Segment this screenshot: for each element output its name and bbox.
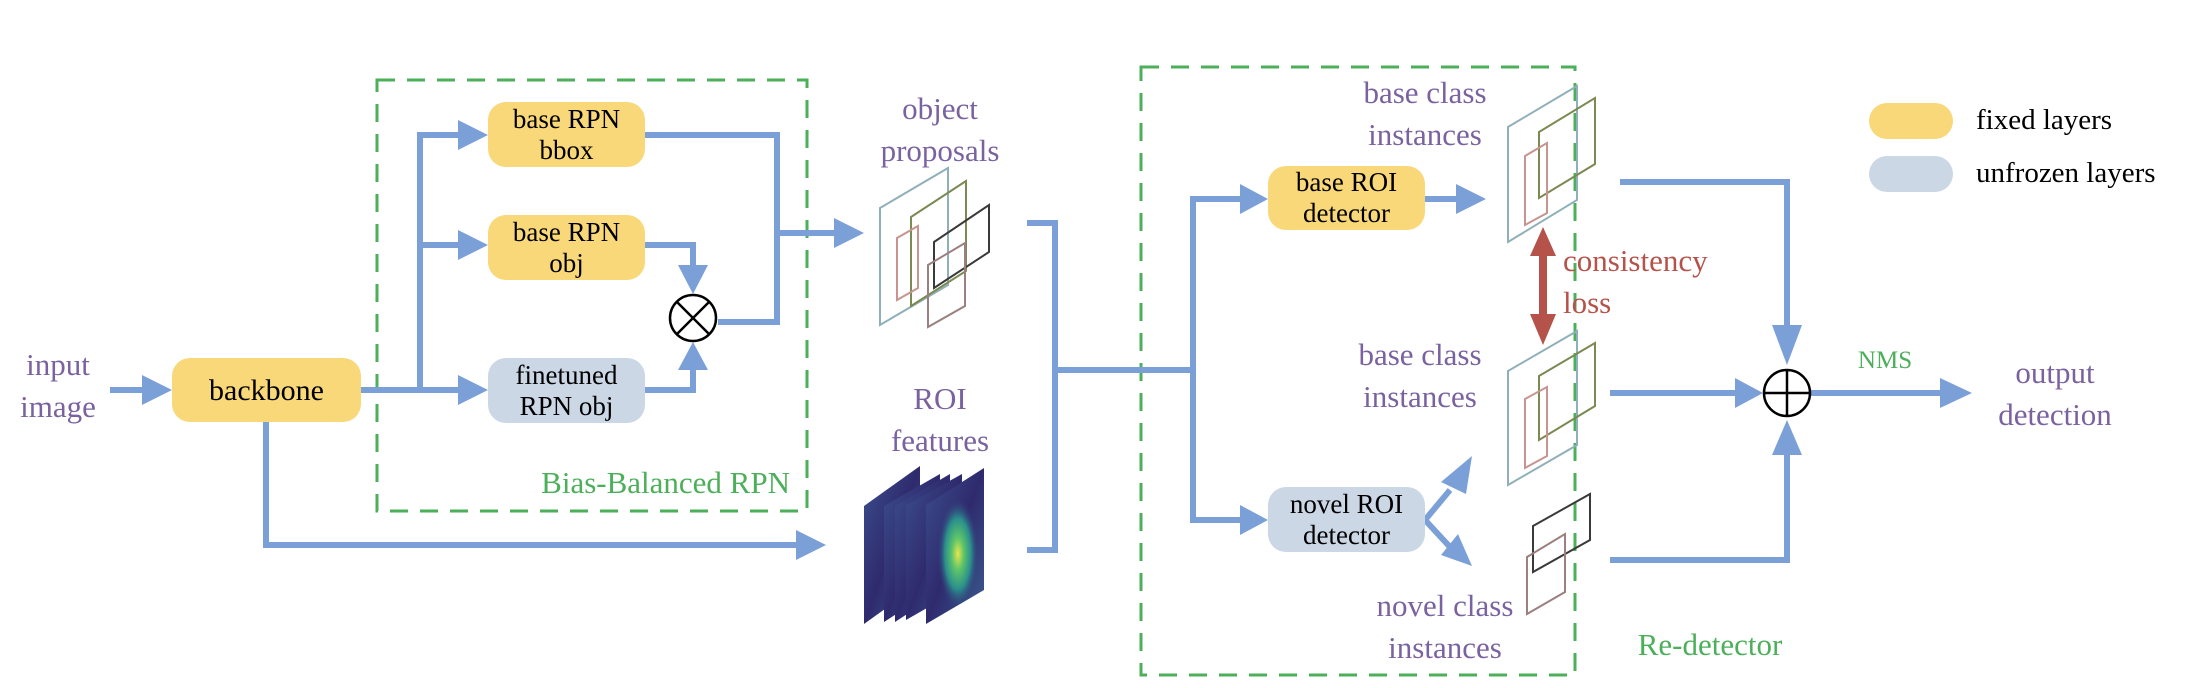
output-detection-line1: output bbox=[2015, 355, 2095, 390]
roi-features-label: ROI features bbox=[860, 378, 1020, 462]
base-class-top-line1: base class bbox=[1363, 75, 1487, 110]
base-class-instances-top-icon bbox=[1507, 84, 1596, 244]
input-image-line2: image bbox=[20, 389, 96, 424]
arrowhead bbox=[458, 120, 488, 150]
backbone-node: backbone bbox=[172, 358, 361, 422]
legend-swatch-unfrozen bbox=[1869, 156, 1953, 192]
wire-obj-multiply bbox=[645, 242, 696, 268]
base-roi-detector-line2: detector bbox=[1303, 198, 1390, 228]
arrowhead bbox=[678, 342, 708, 370]
arrowhead bbox=[1441, 534, 1472, 566]
object-proposals-icon bbox=[879, 166, 990, 329]
novel-class-instances-icon bbox=[1526, 492, 1591, 616]
legend-label-fixed: fixed layers bbox=[1976, 104, 2113, 136]
arrowhead bbox=[1240, 184, 1268, 214]
arrowhead bbox=[1772, 420, 1802, 455]
wire-top-add bbox=[1620, 179, 1790, 340]
base-class-mid-line2: instances bbox=[1363, 379, 1477, 414]
arrowhead bbox=[458, 230, 488, 260]
wire-bot-add bbox=[1610, 446, 1790, 563]
wire-branch-vertical bbox=[417, 132, 460, 390]
wire-backbone-roi bbox=[263, 422, 800, 548]
arrowhead bbox=[1240, 505, 1268, 535]
base-class-instances-top-label: base class instances bbox=[1350, 72, 1500, 156]
multiply-operator bbox=[668, 293, 718, 343]
consistency-line2: loss bbox=[1563, 285, 1612, 320]
add-operator bbox=[1762, 368, 1812, 418]
arrowhead bbox=[1441, 456, 1472, 494]
wire-bracket bbox=[1027, 220, 1058, 553]
roi-features-icon bbox=[864, 466, 984, 624]
arrowhead bbox=[1456, 184, 1486, 214]
nms-label: NMS bbox=[1857, 347, 1913, 374]
base-rpn-bbox-line1: base RPN bbox=[512, 103, 621, 134]
novel-roi-detector-line2: detector bbox=[1303, 519, 1390, 550]
base-rpn-obj-line1: base RPN bbox=[512, 216, 621, 247]
novel-class-instances-label: novel class instances bbox=[1365, 585, 1525, 669]
legend-swatch-fixed bbox=[1869, 103, 1953, 139]
wire-novel-base bbox=[1422, 488, 1453, 522]
arrowhead bbox=[678, 265, 708, 294]
finetuned-rpn-obj-line1: finetuned bbox=[515, 359, 618, 390]
input-image-line1: input bbox=[26, 347, 90, 382]
arrowhead bbox=[796, 530, 826, 560]
legend-label-unfrozen: unfrozen layers bbox=[1976, 157, 2156, 189]
base-rpn-obj-line2: obj bbox=[549, 247, 584, 278]
arrowhead bbox=[834, 218, 864, 248]
consistency-loss-arrow bbox=[1530, 227, 1556, 345]
arrowhead bbox=[1735, 378, 1763, 408]
output-detection-label: output detection bbox=[1985, 352, 2125, 436]
base-class-instances-mid-icon bbox=[1507, 329, 1596, 487]
output-detection-line2: detection bbox=[1998, 397, 2112, 432]
wire-bbox-merge bbox=[645, 132, 780, 325]
object-proposals-label: object proposals bbox=[860, 88, 1020, 172]
arrowhead bbox=[142, 375, 172, 405]
object-proposals-line2: proposals bbox=[880, 133, 1000, 168]
base-class-mid-line1: base class bbox=[1358, 337, 1482, 372]
re-detector-label: Re-detector bbox=[1637, 627, 1783, 662]
wire-novel-novel bbox=[1422, 517, 1453, 550]
novel-class-line1: novel class bbox=[1376, 588, 1514, 623]
input-image-label: input image bbox=[8, 344, 108, 428]
finetuned-rpn-obj-line2: RPN obj bbox=[519, 390, 614, 421]
wire-finetuned-multiply bbox=[645, 368, 696, 393]
bias-balanced-rpn-group bbox=[375, 78, 809, 513]
novel-class-line2: instances bbox=[1388, 630, 1502, 665]
base-class-instances-mid-label: base class instances bbox=[1345, 334, 1495, 418]
novel-roi-detector-line1: novel ROI bbox=[1289, 488, 1404, 519]
backbone-label: backbone bbox=[209, 373, 324, 407]
roi-features-line1: ROI bbox=[913, 381, 967, 416]
roi-features-line2: features bbox=[890, 423, 990, 458]
object-proposals-line1: object bbox=[902, 91, 978, 126]
wire-split bbox=[1190, 196, 1242, 523]
bias-balanced-rpn-label: Bias-Balanced RPN bbox=[541, 465, 790, 500]
consistency-loss-label: consistency loss bbox=[1563, 240, 1733, 324]
base-class-top-line2: instances bbox=[1368, 117, 1482, 152]
arrowhead bbox=[1940, 378, 1972, 408]
base-rpn-bbox-line2: bbox bbox=[539, 134, 594, 165]
consistency-line1: consistency bbox=[1563, 243, 1708, 278]
arrowhead bbox=[1772, 325, 1802, 365]
arrowhead bbox=[458, 375, 488, 405]
base-roi-detector-line1: base ROI bbox=[1295, 167, 1398, 197]
